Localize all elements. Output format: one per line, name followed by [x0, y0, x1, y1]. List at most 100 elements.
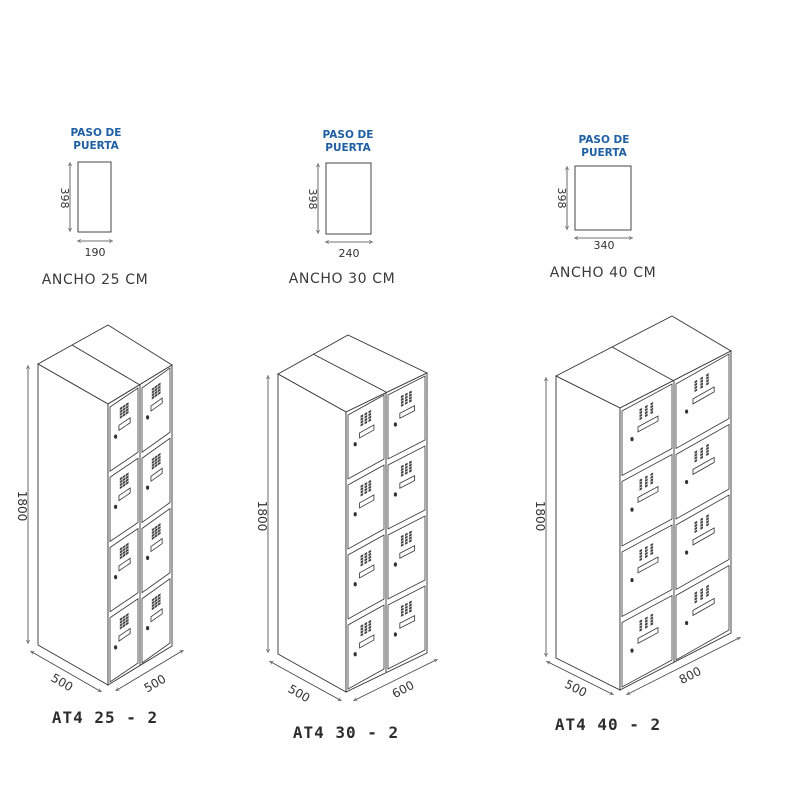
- lock-icon: [685, 550, 689, 555]
- label-slot: [150, 607, 163, 623]
- door-opening-1: [70, 161, 111, 241]
- lock-icon: [146, 626, 150, 631]
- label-slot: [692, 456, 715, 476]
- label-slot: [118, 416, 131, 432]
- width-title-2: ANCHO 30 CM: [288, 271, 396, 287]
- door-opening-title-line2: PUERTA: [73, 140, 119, 152]
- door-opening-title-line1: PASO DE: [578, 134, 630, 146]
- door-opening-height-3: 398: [555, 188, 568, 209]
- vent-grille: [400, 460, 412, 477]
- label-slot: [637, 485, 659, 504]
- locker-2-depth-dim: 500: [286, 682, 313, 706]
- door-opening-title-2: PASO DE PUERTA: [293, 129, 403, 155]
- locker-door: [675, 353, 730, 450]
- lock-icon: [353, 442, 357, 447]
- lock-icon: [393, 422, 397, 427]
- locker-door: [621, 383, 673, 477]
- vent-grille: [119, 402, 129, 419]
- door-opening-3: [567, 165, 631, 238]
- lock-icon: [630, 648, 634, 653]
- lock-icon: [353, 652, 357, 657]
- locker-2: [277, 334, 429, 693]
- locker-door: [675, 494, 730, 591]
- lock-icon: [146, 555, 150, 561]
- vent-grille: [119, 472, 129, 490]
- label-slot: [150, 397, 163, 412]
- vent-grille: [151, 522, 161, 541]
- locker-door: [387, 375, 426, 460]
- door-opening-title-line1: PASO DE: [322, 129, 374, 141]
- label-slot: [637, 556, 659, 574]
- label-slot: [399, 544, 416, 559]
- lock-icon: [146, 485, 150, 490]
- label-slot: [118, 487, 131, 502]
- vent-grille: [360, 619, 372, 637]
- door-opening-title-1: PASO DE PUERTA: [41, 127, 151, 153]
- locker-door: [141, 507, 171, 594]
- locker-door: [387, 445, 426, 530]
- label-slot: [359, 494, 375, 509]
- vent-grille: [639, 472, 654, 491]
- lock-icon: [685, 409, 689, 414]
- lock-icon: [685, 479, 689, 485]
- model-label-3: AT4 40 - 2: [554, 715, 662, 734]
- lock-icon: [630, 437, 634, 442]
- label-slot: [118, 627, 131, 642]
- label-slot: [359, 424, 375, 439]
- width-title-1: ANCHO 25 CM: [41, 272, 149, 288]
- label-slot: [399, 614, 416, 629]
- vent-grille: [151, 593, 161, 611]
- locker-1-width-dim: 500: [142, 672, 169, 696]
- width-title-3: ANCHO 40 CM: [549, 265, 657, 281]
- lock-icon: [393, 492, 397, 497]
- lock-icon: [114, 504, 118, 509]
- label-slot: [692, 386, 715, 405]
- locker-door: [347, 534, 385, 620]
- lock-icon: [393, 562, 397, 567]
- vent-grille: [639, 613, 654, 632]
- lock-icon: [114, 434, 118, 439]
- locker-door: [675, 423, 730, 520]
- locker-2-width-dim: 600: [390, 678, 417, 701]
- lock-icon: [393, 632, 397, 637]
- lock-icon: [630, 578, 634, 583]
- locker-door: [387, 585, 426, 670]
- door-opening-width-2: 240: [339, 247, 360, 260]
- vent-grille: [694, 443, 709, 463]
- lock-icon: [353, 512, 357, 517]
- vent-grille: [151, 452, 161, 470]
- vent-grille: [694, 584, 709, 604]
- vent-grille: [694, 514, 709, 534]
- door-opening-height-2: 398: [306, 189, 319, 210]
- vent-grille: [360, 479, 372, 497]
- vent-grille: [360, 549, 372, 567]
- vent-grille: [360, 409, 372, 427]
- lock-icon: [353, 582, 357, 587]
- vent-grille: [639, 401, 654, 421]
- door-opening-title-line2: PUERTA: [581, 147, 627, 159]
- locker-door: [109, 387, 139, 473]
- locker-door: [109, 527, 139, 613]
- vent-grille: [400, 600, 412, 617]
- locker-door: [347, 464, 385, 550]
- locker-door: [387, 515, 426, 600]
- locker-door: [621, 453, 673, 547]
- label-slot: [150, 537, 163, 553]
- vent-grille: [400, 390, 412, 407]
- door-opening-title-line2: PUERTA: [325, 142, 371, 154]
- lock-icon: [114, 645, 118, 650]
- label-slot: [637, 415, 659, 433]
- locker-door: [621, 524, 673, 618]
- locker-door: [141, 367, 171, 454]
- door-opening-title-3: PASO DE PUERTA: [549, 134, 659, 160]
- vent-grille: [400, 530, 412, 547]
- door-opening-width-1: 190: [85, 246, 106, 259]
- vent-grille: [119, 542, 129, 560]
- model-label-1: AT4 25 - 2: [51, 708, 159, 727]
- label-slot: [399, 474, 416, 489]
- door-opening-title-line1: PASO DE: [70, 127, 122, 139]
- door-opening-2: [318, 162, 371, 242]
- label-slot: [692, 597, 715, 617]
- locker-door: [141, 577, 171, 664]
